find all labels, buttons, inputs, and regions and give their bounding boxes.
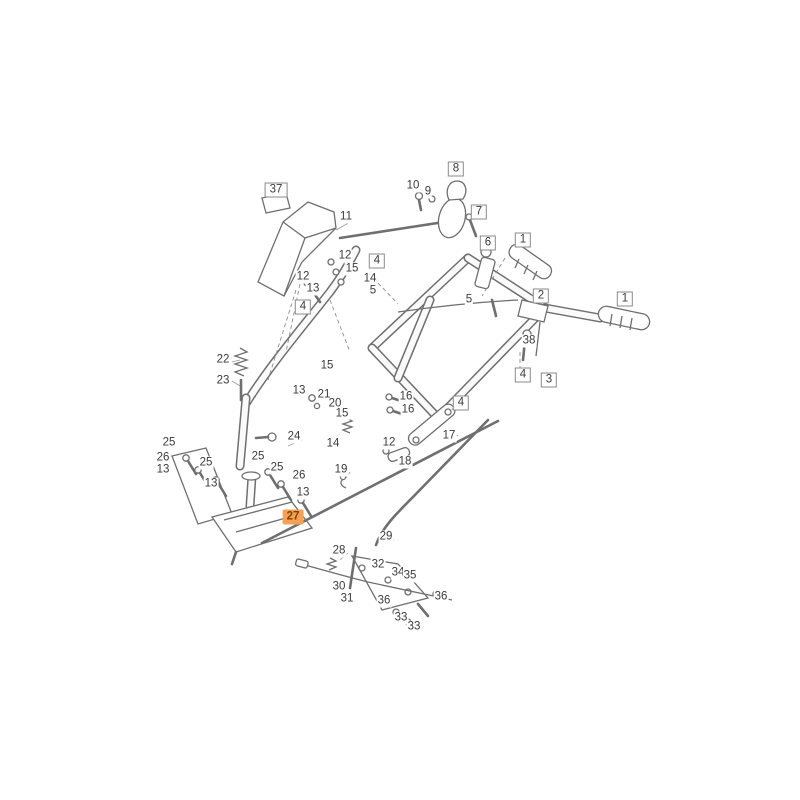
part-label-28[interactable]: 28 bbox=[331, 544, 347, 558]
part-label-30[interactable]: 30 bbox=[331, 580, 347, 594]
throttle-cable bbox=[397, 299, 519, 313]
part-label-22[interactable]: 22 bbox=[215, 353, 231, 367]
part-label-12[interactable]: 12 bbox=[337, 249, 353, 263]
part-label-26[interactable]: 26 bbox=[291, 469, 307, 483]
handle-grip-upper bbox=[508, 243, 553, 281]
part-label-20[interactable]: 20 bbox=[327, 397, 343, 411]
part-label-25[interactable]: 25 bbox=[269, 461, 285, 475]
part-label-4[interactable]: 4 bbox=[294, 299, 312, 315]
part-label-4[interactable]: 4 bbox=[368, 253, 386, 269]
part-label-5[interactable]: 5 bbox=[368, 284, 378, 298]
part-label-36[interactable]: 36 bbox=[433, 590, 449, 604]
part-label-13[interactable]: 13 bbox=[155, 463, 171, 477]
part-label-4[interactable]: 4 bbox=[452, 395, 470, 411]
part-label-19[interactable]: 19 bbox=[333, 463, 349, 477]
part-label-1[interactable]: 1 bbox=[616, 291, 634, 307]
handle-grip-right bbox=[597, 305, 651, 331]
part-label-32[interactable]: 32 bbox=[370, 558, 386, 572]
throttle-lever bbox=[414, 180, 478, 239]
part-label-13[interactable]: 13 bbox=[291, 384, 307, 398]
part-label-13[interactable]: 13 bbox=[203, 477, 219, 491]
part-label-16[interactable]: 16 bbox=[400, 403, 416, 417]
throttle-rod bbox=[338, 220, 446, 240]
bent-rod bbox=[374, 418, 490, 547]
part-label-9[interactable]: 9 bbox=[423, 185, 433, 199]
part-label-15[interactable]: 15 bbox=[344, 262, 360, 276]
part-label-33[interactable]: 33 bbox=[406, 620, 422, 634]
part-label-11[interactable]: 11 bbox=[339, 210, 353, 224]
part-label-2[interactable]: 2 bbox=[532, 288, 550, 304]
part-label-12[interactable]: 12 bbox=[381, 436, 397, 450]
part-label-25[interactable]: 25 bbox=[198, 456, 214, 470]
part-label-14[interactable]: 14 bbox=[325, 437, 341, 451]
part-label-1[interactable]: 1 bbox=[514, 232, 532, 248]
part-label-15[interactable]: 15 bbox=[319, 359, 335, 373]
clutch-lever bbox=[474, 246, 498, 318]
part-label-25[interactable]: 25 bbox=[161, 436, 177, 450]
part-label-5[interactable]: 5 bbox=[464, 293, 474, 307]
part-label-38[interactable]: 38 bbox=[521, 334, 537, 348]
part-label-4[interactable]: 4 bbox=[514, 367, 532, 383]
part-label-8[interactable]: 8 bbox=[447, 161, 465, 177]
part-label-18[interactable]: 18 bbox=[397, 455, 413, 469]
part-label-31[interactable]: 31 bbox=[339, 592, 355, 606]
part-label-7[interactable]: 7 bbox=[470, 204, 488, 220]
part-label-26[interactable]: 26 bbox=[155, 451, 171, 465]
part-label-13[interactable]: 13 bbox=[295, 486, 311, 500]
part-label-25[interactable]: 25 bbox=[250, 450, 266, 464]
spring-and-rod bbox=[232, 347, 250, 402]
part-label-37[interactable]: 37 bbox=[264, 182, 288, 198]
part-label-3[interactable]: 3 bbox=[540, 372, 558, 388]
part-label-34[interactable]: 34 bbox=[390, 566, 406, 580]
bolt-24 bbox=[254, 432, 277, 442]
part-label-6[interactable]: 6 bbox=[479, 235, 497, 251]
part-label-36[interactable]: 36 bbox=[376, 594, 392, 608]
part-label-14[interactable]: 14 bbox=[362, 272, 378, 286]
part-label-23[interactable]: 23 bbox=[215, 374, 231, 388]
part-label-13[interactable]: 13 bbox=[305, 282, 321, 296]
part-label-16[interactable]: 16 bbox=[398, 390, 414, 404]
part-label-10[interactable]: 10 bbox=[405, 179, 421, 193]
part-label-27-highlighted[interactable]: 27 bbox=[282, 509, 304, 525]
screws-left bbox=[182, 454, 313, 518]
part-label-17[interactable]: 17 bbox=[441, 429, 457, 443]
console-cover bbox=[257, 201, 337, 297]
part-label-35[interactable]: 35 bbox=[402, 569, 418, 583]
part-label-15[interactable]: 15 bbox=[334, 407, 350, 421]
part-label-29[interactable]: 29 bbox=[378, 530, 394, 544]
part-label-24[interactable]: 24 bbox=[286, 430, 302, 444]
part-label-12[interactable]: 12 bbox=[295, 270, 311, 284]
part-label-33[interactable]: 33 bbox=[393, 611, 409, 625]
